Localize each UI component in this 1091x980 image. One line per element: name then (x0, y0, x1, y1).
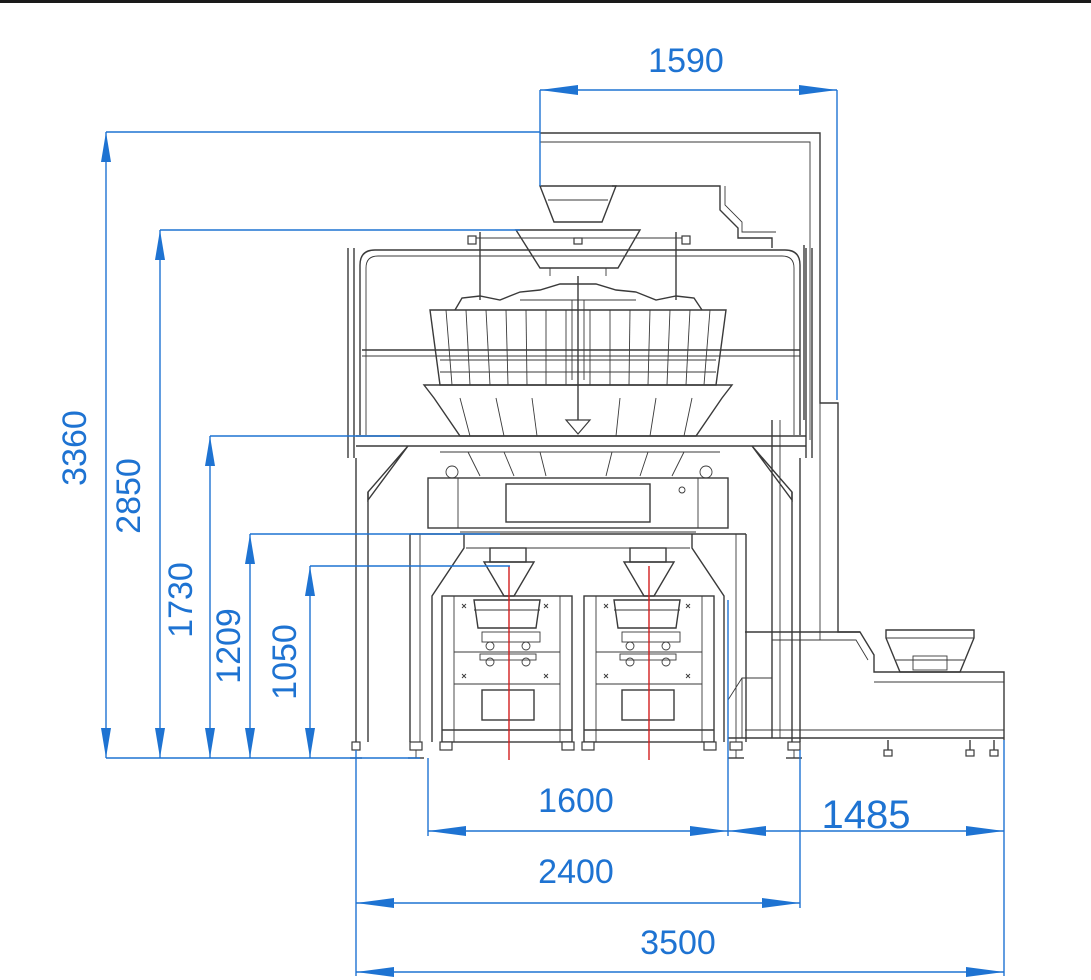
dimension-label-1730: 1730 (162, 562, 200, 638)
dimension-2850: 2850 (110, 229, 520, 758)
dimension-2400: 2400 (355, 750, 801, 976)
dimension-label-1485: 1485 (822, 793, 911, 837)
control-box (427, 477, 729, 533)
dimension-3360: 3360 (56, 131, 540, 758)
centerlines (508, 566, 650, 760)
discharge-chutes (482, 547, 676, 597)
infeed-chute (538, 185, 618, 223)
dimension-1485: 1485 (728, 740, 1005, 976)
top-cone (467, 229, 691, 300)
dimension-1209: 1209 (210, 533, 500, 758)
dimension-label-1050: 1050 (266, 624, 304, 700)
weigher-buckets (429, 276, 727, 430)
dimension-label-1209: 1209 (210, 608, 248, 684)
support-frame (409, 533, 747, 742)
machine-feet (350, 741, 802, 759)
dimension-1730: 1730 (162, 435, 400, 758)
dimension-label-3360: 3360 (56, 410, 94, 486)
dimension-1600: 1600 (427, 600, 729, 836)
dimension-1590: 1590 (539, 42, 838, 400)
packing-unit-left (441, 595, 573, 743)
dimension-lines: 3360 2850 1730 1209 (56, 42, 1005, 977)
dimension-1050: 1050 (266, 565, 510, 758)
incline-conveyor (540, 132, 1005, 757)
dimension-label-2850: 2850 (110, 458, 148, 534)
dimension-label-1590: 1590 (648, 42, 724, 80)
dimension-3500: 3500 (356, 924, 1004, 977)
platform (355, 435, 806, 742)
dimension-label-3500: 3500 (640, 924, 716, 962)
top-border-line (0, 0, 1091, 3)
machine-outline (347, 132, 1005, 760)
dimension-label-2400: 2400 (538, 853, 614, 891)
dimension-label-1600: 1600 (538, 782, 614, 820)
